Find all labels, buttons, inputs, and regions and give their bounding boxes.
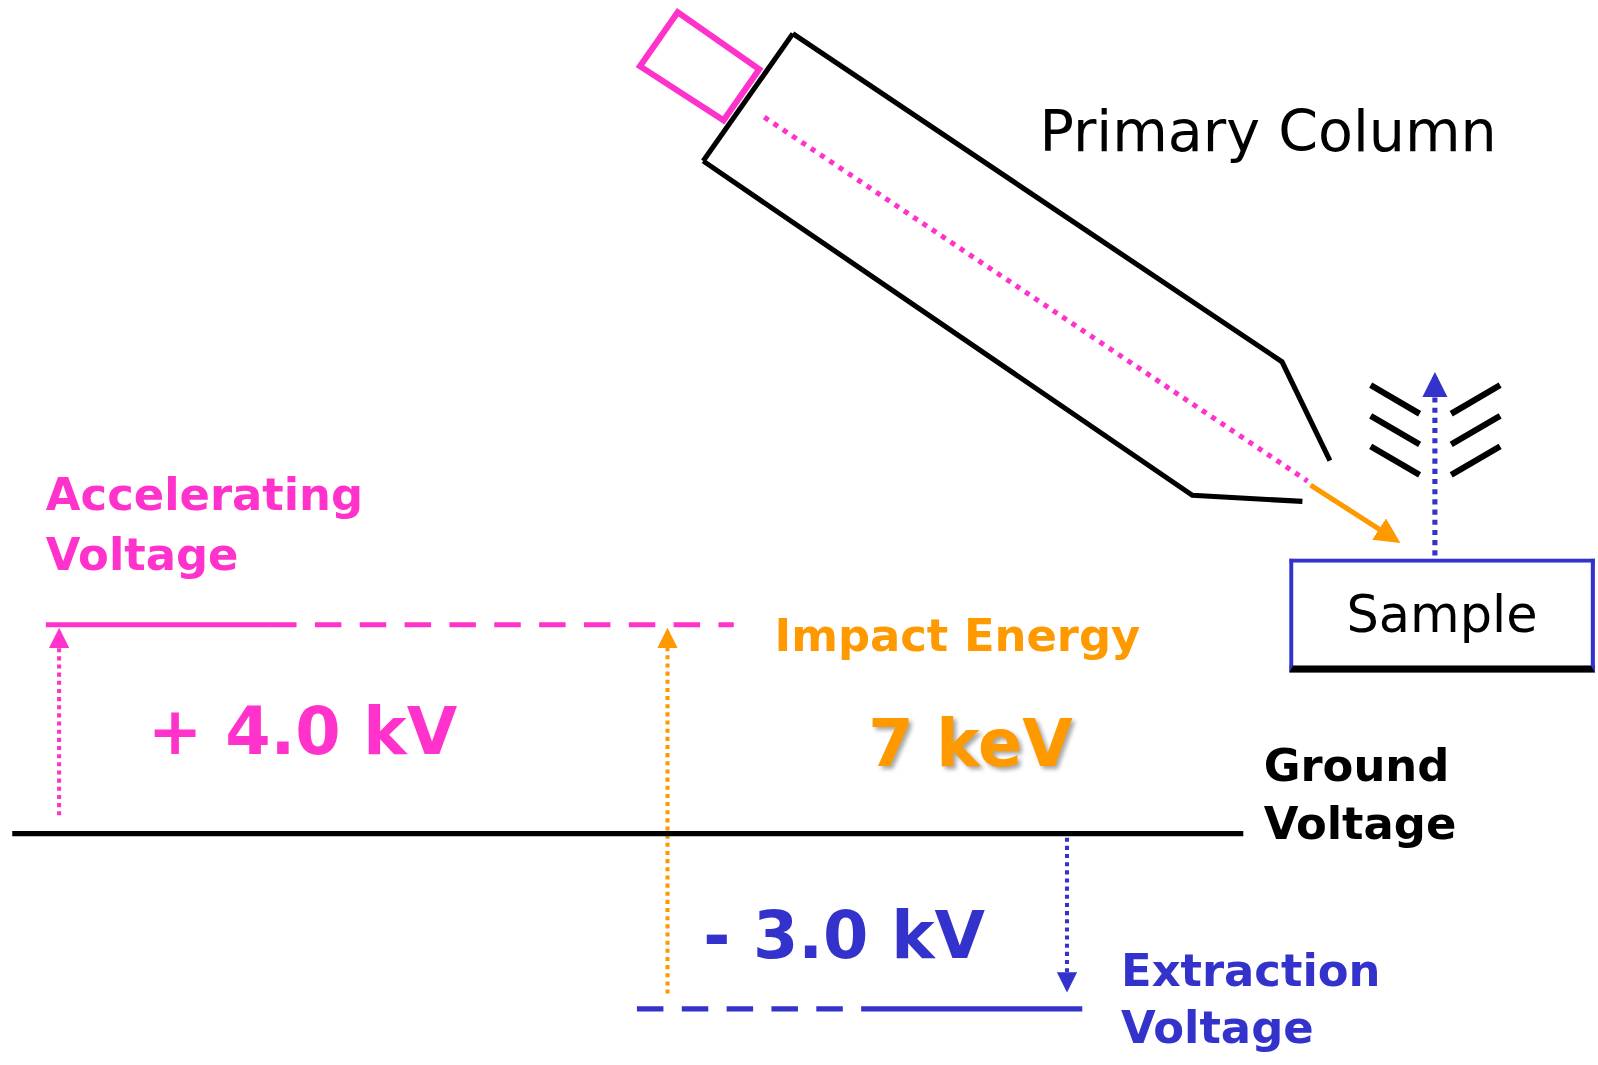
beam-path [764, 117, 1307, 481]
ion-source [640, 12, 759, 120]
extraction-level-dashed [637, 1006, 861, 1011]
impact-energy-arrow [665, 632, 669, 994]
energy-label: Impact Energy [775, 609, 1203, 663]
energy-value: 7 keV [868, 705, 1174, 783]
sample-label: Sample [1346, 584, 1537, 643]
voltage-label: Extraction Voltage [1121, 943, 1447, 1055]
accelerating-level [46, 622, 270, 627]
extraction-level [861, 1006, 1082, 1011]
ground-label: Ground Voltage [1264, 736, 1590, 853]
ground-line [12, 831, 1243, 836]
accelerating-level-dashed [270, 622, 734, 627]
sample-box: Sample [1289, 558, 1595, 672]
voltage-label: Accelerating Voltage [46, 464, 433, 585]
voltage-value: - 3.0 kV [703, 897, 1070, 975]
column-label: Primary Column [1039, 97, 1569, 165]
impact-arrow [1311, 485, 1397, 540]
extraction-arrow [1065, 838, 1069, 989]
accelerating-arrow [57, 632, 61, 815]
voltage-value: + 4.0 kV [148, 693, 515, 771]
secondary-arrow [1432, 377, 1437, 555]
extraction-chevrons [1371, 385, 1500, 475]
